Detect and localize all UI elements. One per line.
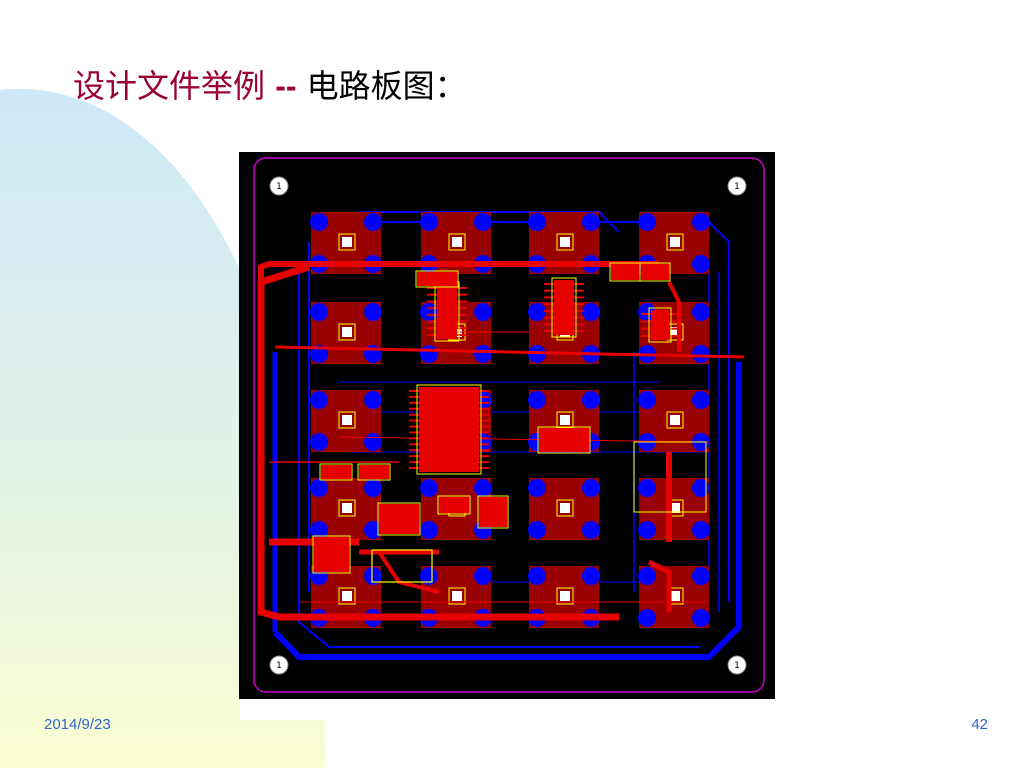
pad-block: [638, 478, 710, 540]
ic-chip: [409, 384, 489, 475]
smd-component: [477, 495, 509, 529]
smd-component: [639, 262, 671, 282]
mounting-hole: 1: [269, 176, 289, 196]
pad-block: [638, 566, 710, 628]
mounting-hole: 1: [269, 655, 289, 675]
component-outline: [633, 441, 707, 513]
mounting-hole-label: 1: [734, 661, 740, 671]
mounting-hole-label: 1: [276, 182, 282, 192]
title-prefix: 设计文件举例: [73, 67, 266, 105]
title-suffix: 电路板图：: [306, 67, 467, 105]
smd-component: [312, 535, 351, 574]
mounting-holes: 1 1 1 1: [269, 176, 747, 675]
pcb-layout-image: 1 1 1 1: [239, 152, 775, 699]
slide-page-number: 42: [971, 716, 988, 733]
smd-component: [609, 262, 641, 282]
pad-block: [310, 302, 382, 364]
slide-date: 2014/9/23: [44, 716, 111, 733]
mounting-hole-label: 1: [734, 182, 740, 192]
mounting-hole-label: 1: [276, 661, 282, 671]
pcb-board-outline: [253, 157, 765, 693]
ic-chip: [544, 277, 584, 338]
background-curve-shape: [0, 88, 325, 768]
pad-block: [638, 302, 710, 364]
mounting-hole: 1: [727, 655, 747, 675]
pad-block: [528, 478, 600, 540]
slide-title: 设计文件举例 -- 电路板图：: [73, 64, 467, 108]
smd-component: [415, 270, 459, 288]
mounting-hole: 1: [727, 176, 747, 196]
smd-component: [357, 463, 391, 481]
smd-component: [377, 502, 421, 536]
ic-components: [312, 262, 707, 583]
ic-chip: [641, 307, 679, 343]
title-separator: --: [275, 68, 297, 104]
pad-block: [310, 478, 382, 540]
connector-outline: [371, 549, 433, 583]
smd-component: [537, 426, 591, 454]
pad-block: [638, 390, 710, 452]
ic-chip: [427, 281, 467, 342]
smd-component: [319, 463, 353, 481]
pad-block: [310, 390, 382, 452]
smd-component: [437, 495, 471, 515]
